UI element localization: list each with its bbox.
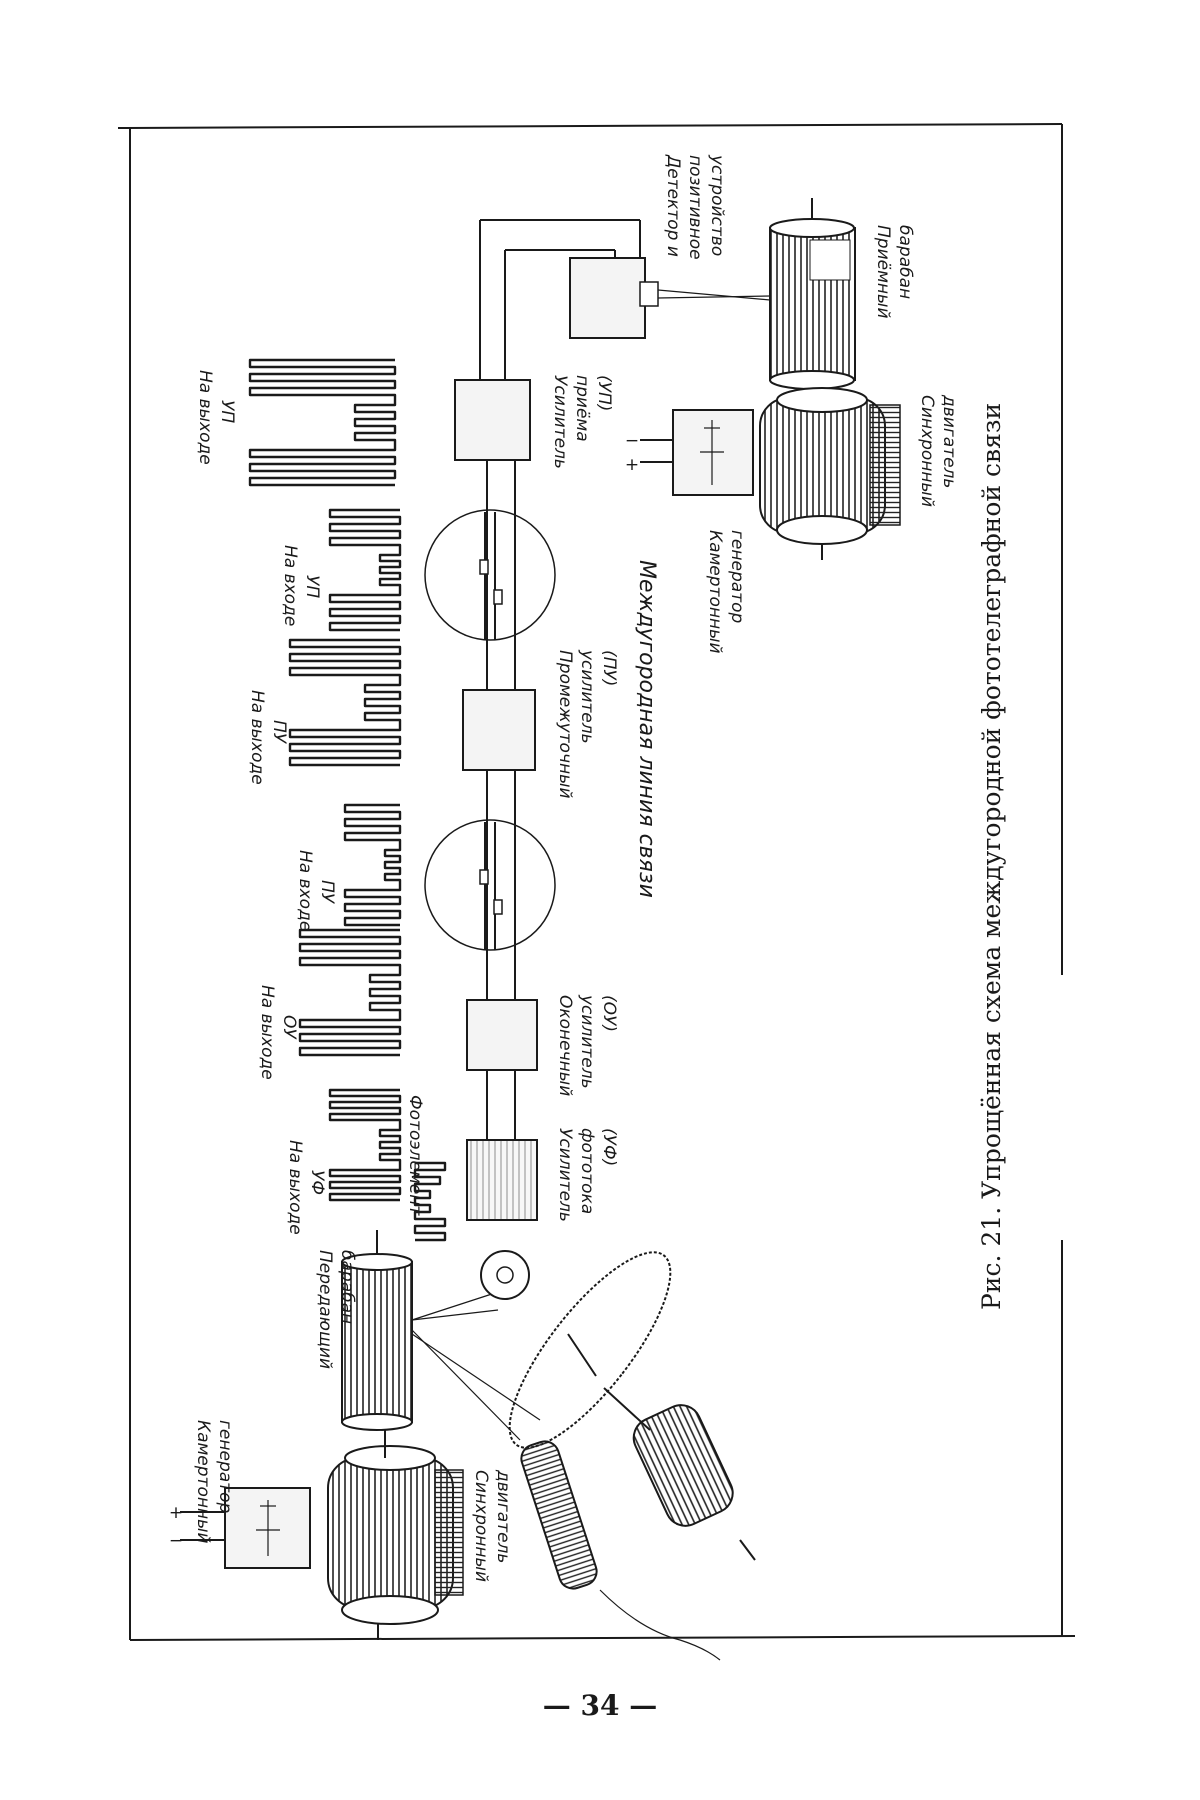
amplifier-ou — [466, 999, 538, 1071]
frame-bottom — [129, 1635, 1076, 1641]
page-number: — 34 — — [543, 1689, 657, 1722]
amp-pu-label: Промежуточный усилитель (ПУ) — [555, 649, 619, 804]
plus-left: + — [169, 1503, 183, 1523]
sync-motor-right-label: Синхронный двигатель — [917, 394, 959, 512]
receiving-drum — [769, 198, 856, 402]
recv-drum-label: Приёмный барабан — [873, 225, 915, 324]
amplifier-up — [454, 379, 531, 461]
waveform-in-pu — [343, 803, 402, 927]
waveforms: На выходе УФ На выходе ОУ На входе ПУ На… — [195, 358, 402, 1240]
waveform-out-ou — [298, 928, 402, 1057]
signal-out-pu-label: На выходе ПУ — [247, 690, 289, 790]
frame-top — [117, 123, 1063, 129]
detector-unit — [569, 257, 771, 339]
photocurrent-wave — [413, 1161, 447, 1242]
sync-motor-left-label: Синхронный двигатель — [471, 1469, 513, 1587]
signal-in-pu-label: На входе ПУ — [295, 850, 337, 937]
signal-in-up-label: На входе УП — [280, 545, 322, 632]
signal-out-uf-label: На выходе УФ — [285, 1140, 327, 1240]
tf-gen-right-label: Камертонный генератор — [705, 530, 747, 659]
amp-ou-label: Оконечный усилитель (ОУ) — [555, 994, 619, 1102]
photocell — [480, 1250, 530, 1300]
waveform-out-pu — [288, 638, 402, 767]
figure-caption: Рис. 21. Упрощённая схема междугородной … — [977, 403, 1006, 1310]
minus-right: − — [625, 431, 639, 451]
minus-left: − — [169, 1531, 183, 1551]
waveform-in-up — [328, 508, 402, 632]
amplifier-pu — [462, 689, 536, 771]
sync-motor-right — [759, 387, 901, 560]
line-detail-circle-2 — [424, 509, 556, 641]
sync-motor-left — [327, 1420, 464, 1640]
amp-uf-label: Усилитель фототока (УФ) — [555, 1128, 619, 1227]
trans-drum-label: Передающий барабан — [315, 1250, 357, 1375]
tuning-fork-generator-right — [640, 409, 754, 496]
line-detail-circle-1 — [424, 819, 556, 951]
photocell-label: Фотоэлемент — [405, 1095, 425, 1216]
detector-label: Детектор и позитивное устройство — [663, 154, 727, 265]
amplifier-uf — [466, 1139, 538, 1221]
signal-out-ou-label: На выходе ОУ — [257, 985, 299, 1085]
tuning-fork-generator-left — [180, 1487, 311, 1569]
amp-up-label: Усилитель приёма (УП) — [550, 375, 614, 474]
tf-gen-left-label: Камертонный генератор — [193, 1420, 235, 1549]
signal-out-up-label: На выходе УП — [195, 370, 237, 470]
optical-system — [411, 1251, 756, 1661]
waveform-out-up — [248, 358, 397, 487]
plus-right: + — [625, 455, 639, 475]
intercity-line-label: Междугородная линия связи — [634, 560, 659, 898]
waveform-out-uf — [328, 1088, 402, 1202]
transmitting-drum — [341, 1230, 413, 1431]
